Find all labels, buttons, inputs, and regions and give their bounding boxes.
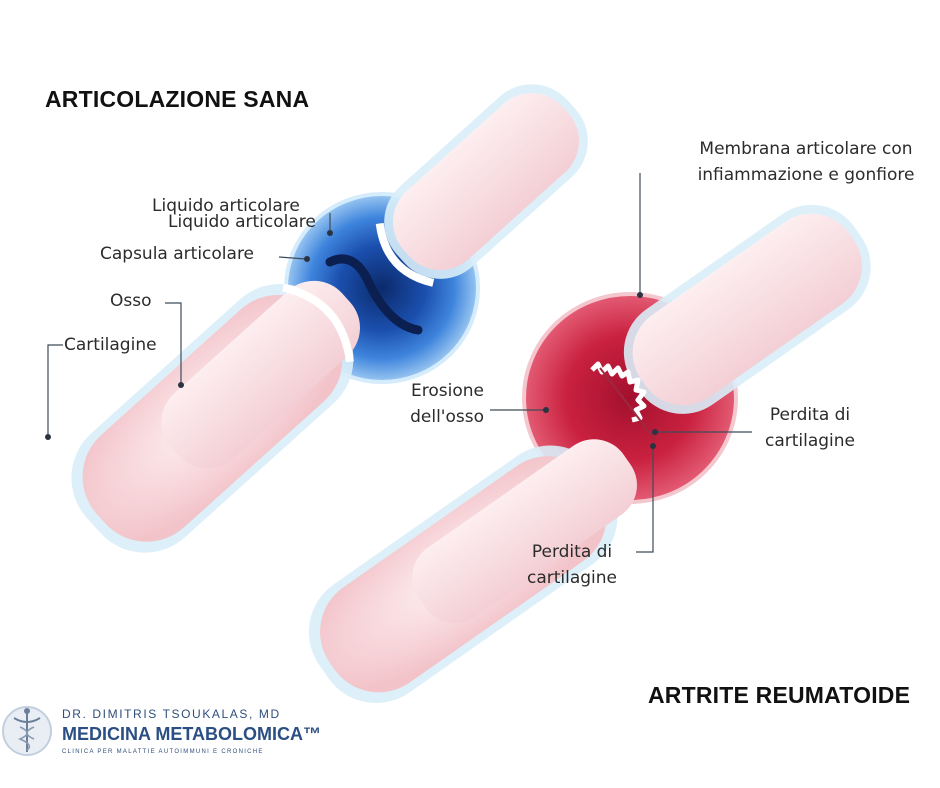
label-capsula-articolare: Capsula articolare	[100, 244, 255, 264]
label-erosione-line2: dell'osso	[410, 407, 484, 427]
label-perdita-cartilagine-bottom: Perdita di cartilagine	[516, 539, 628, 591]
label-perdita-bottom-line1: Perdita di	[531, 542, 613, 562]
label-membrana-articolare: Membrana articolare con infiammazione e …	[682, 136, 930, 188]
label-liquid-articolare-1: Liquido articolare	[152, 196, 300, 216]
label-membrana-line2: infiammazione e gonfiore	[697, 165, 915, 185]
label-erosione-line1: Erosione	[411, 381, 484, 401]
label-cartilagine: Cartilagine	[64, 335, 157, 355]
logo-doctor-name: DR. DIMITRIS TSOUKALAS, MD	[62, 707, 281, 721]
label-liquid-articolare-2: Liquido articolare	[168, 212, 316, 232]
leader-dots	[45, 230, 658, 449]
ra-joint	[308, 204, 871, 704]
caduceus-icon	[2, 706, 52, 756]
label-perdita-cartilagine-right: Perdita di cartilagine	[754, 402, 866, 454]
eroded-cartilage	[590, 361, 647, 423]
healthy-joint	[71, 84, 588, 553]
joint-fluid-gap	[325, 254, 423, 335]
ra-bone-lower	[308, 439, 637, 704]
title-healthy-joint: ARTICOLAZIONE SANA	[45, 86, 310, 112]
label-osso: Osso	[110, 291, 152, 311]
label-perdita-bottom-line2: cartilagine	[526, 568, 618, 588]
logo-brand-name: MEDICINA METABOLOMICA™	[62, 724, 321, 744]
healthy-bone-upper	[375, 84, 588, 287]
logo-tagline: CLINICA PER MALATTIE AUTOIMMUNI E CRONIC…	[62, 749, 264, 755]
leader-lines	[47, 173, 752, 553]
label-erosione-osso: Erosione dell'osso	[392, 378, 484, 430]
label-perdita-right-line2: cartilagine	[764, 431, 856, 451]
label-membrana-line1: Membrana articolare con	[699, 139, 913, 159]
label-perdita-right-line1: Perdita di	[769, 405, 851, 425]
title-rheumatoid-arthritis: ARTRITE REUMATOIDE	[648, 682, 911, 708]
healthy-bone-lower	[71, 280, 360, 553]
ra-bone-upper	[623, 204, 871, 414]
